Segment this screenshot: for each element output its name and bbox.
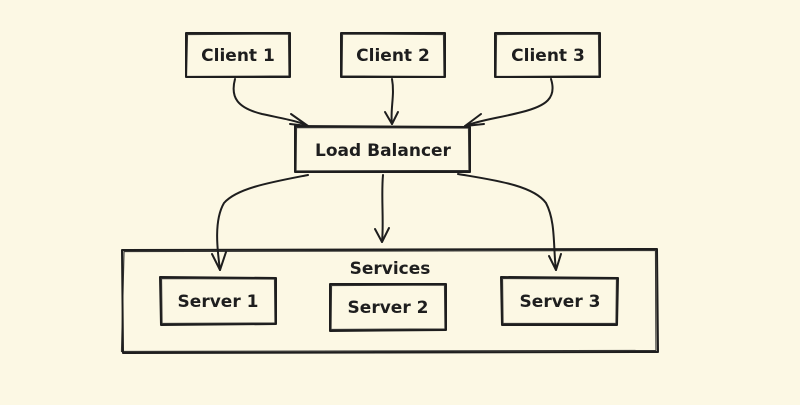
edge-load-balancer-to-services bbox=[374, 174, 390, 243]
arrowhead-icon bbox=[374, 227, 390, 243]
edge-client-3-to-load-balancer bbox=[464, 78, 554, 127]
server-node-3: Server 3 bbox=[500, 276, 619, 326]
server-label: Server 1 bbox=[178, 292, 259, 312]
server-label: Server 2 bbox=[348, 298, 429, 318]
client-label: Client 3 bbox=[511, 46, 585, 66]
client-label: Client 1 bbox=[201, 46, 275, 66]
server-node-2: Server 2 bbox=[329, 283, 447, 332]
services-group: Services bbox=[120, 248, 659, 354]
load-balancer-node: Load Balancer bbox=[294, 125, 471, 173]
arrowhead-icon bbox=[464, 113, 485, 127]
client-label: Client 2 bbox=[356, 46, 430, 66]
edge-client-2-to-load-balancer bbox=[384, 78, 399, 125]
edge-load-balancer-to-server-1 bbox=[211, 174, 309, 271]
client-node-1: Client 1 bbox=[185, 32, 291, 78]
client-node-2: Client 2 bbox=[340, 32, 446, 78]
edge-client-1-to-load-balancer bbox=[232, 78, 309, 127]
arrowhead-icon bbox=[211, 251, 227, 271]
load-balancer-label: Load Balancer bbox=[315, 141, 452, 161]
arrowhead-icon bbox=[289, 113, 309, 127]
arrowhead-icon bbox=[548, 253, 562, 271]
edge-load-balancer-to-server-3 bbox=[457, 173, 562, 271]
services-label: Services bbox=[350, 259, 431, 279]
server-label: Server 3 bbox=[520, 292, 601, 312]
arrowhead-icon bbox=[384, 111, 399, 125]
server-node-1: Server 1 bbox=[159, 276, 277, 326]
client-node-3: Client 3 bbox=[494, 32, 601, 78]
